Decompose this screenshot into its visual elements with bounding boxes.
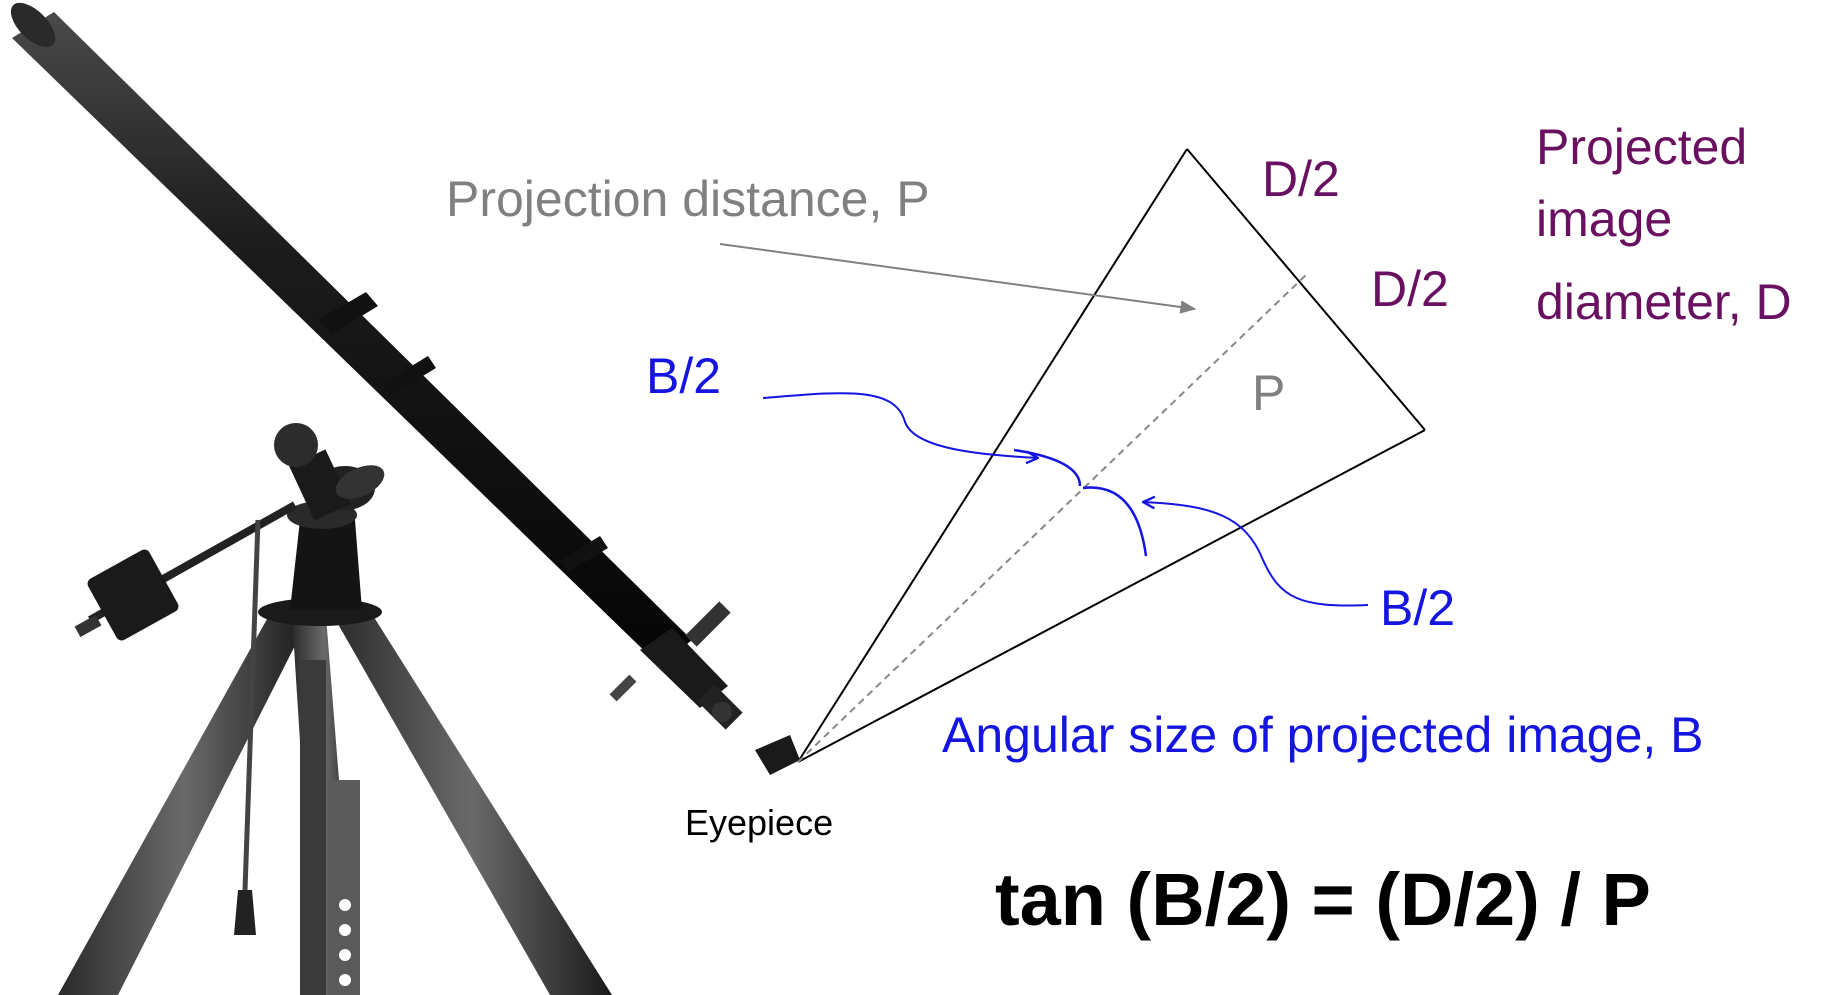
formula: tan (B/2) = (D/2) / P [995, 858, 1651, 941]
b-half-left-pointer [762, 392, 1038, 458]
projection-cone [797, 148, 1426, 763]
telescope-icon [10, 2, 800, 995]
projection-distance-label: Projection distance, P [446, 171, 930, 227]
b-half-right-pointer [1143, 502, 1369, 607]
eyepiece-label: Eyepiece [685, 802, 833, 843]
projected-image-diameter-line3: diameter, D [1536, 274, 1792, 330]
cone-bottom-edge [797, 429, 1426, 763]
projection-distance-pointer [719, 243, 1197, 314]
projected-image-diameter [1186, 148, 1426, 431]
projection-axis [797, 274, 1307, 763]
b-half-right-label: B/2 [1380, 580, 1455, 636]
angle-arc-upper [1013, 448, 1082, 487]
p-label: P [1252, 365, 1285, 421]
d-half-mid-label: D/2 [1371, 261, 1449, 317]
projected-image-diameter-line2: image [1536, 191, 1672, 247]
d-half-top-label: D/2 [1262, 151, 1340, 207]
b-half-left-label: B/2 [646, 348, 721, 404]
projected-image-diameter-line1: Projected [1536, 119, 1747, 175]
telescope-tube [12, 12, 692, 666]
tripod-leg-right [330, 610, 612, 995]
angular-size-label: Angular size of projected image, B [942, 707, 1704, 763]
tripod-leg-left [58, 610, 310, 995]
angle-arc-lower [1082, 486, 1148, 557]
